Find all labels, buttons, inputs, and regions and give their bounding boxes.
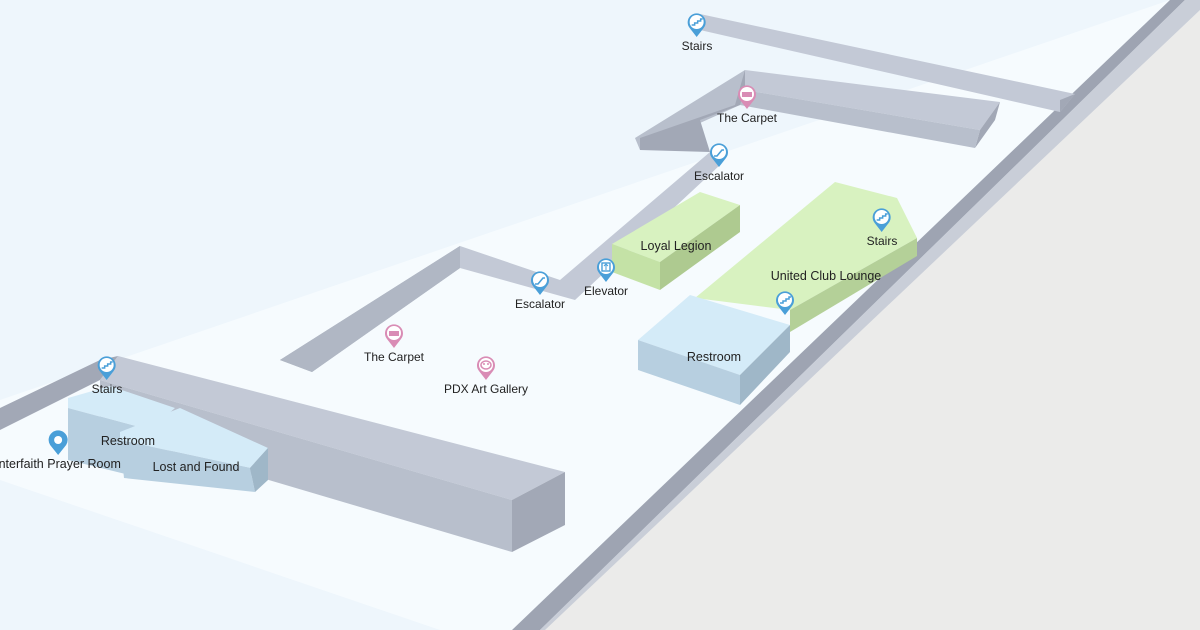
carpet-icon: [738, 85, 756, 109]
stairs-icon: [776, 291, 794, 315]
poi-label: Interfaith Prayer Room: [0, 457, 121, 471]
area-top: [612, 192, 740, 262]
poi-label: Elevator: [583, 284, 629, 298]
poi-label: Stairs: [91, 382, 123, 396]
poi-label: Stairs: [681, 39, 713, 53]
area-side: [120, 440, 255, 492]
poi-stairs[interactable]: Stairs: [866, 207, 898, 248]
poi-the-carpet[interactable]: The Carpet: [364, 323, 424, 364]
area-top: [68, 386, 175, 430]
wall-side: [512, 472, 565, 552]
wall-side: [1060, 94, 1075, 112]
area-label[interactable]: Restroom: [100, 434, 156, 448]
wall-top: [635, 70, 980, 150]
area-label[interactable]: Loyal Legion: [640, 239, 712, 253]
area-side: [250, 448, 268, 492]
stairs-icon: [873, 208, 891, 232]
poi-stairs[interactable]: Stairs: [91, 355, 123, 396]
location-pin-icon: [48, 430, 68, 455]
wall-top: [745, 70, 1000, 130]
poi-pdx-art-gallery[interactable]: PDX Art Gallery: [444, 355, 528, 396]
poi-label: The Carpet: [363, 350, 425, 364]
curb-top: [540, 0, 1200, 630]
elevator-icon: [597, 258, 615, 282]
carpet-icon: [385, 324, 403, 348]
escalator-icon: [531, 271, 549, 295]
poi-label: Escalator: [514, 297, 566, 311]
poi-escalator[interactable]: Escalator: [515, 270, 565, 311]
art-gallery-icon: [477, 356, 495, 380]
area-side: [638, 340, 740, 405]
poi-label: The Carpet: [716, 111, 778, 125]
poi-interfaith-prayer-room[interactable]: Interfaith Prayer Room: [0, 430, 121, 471]
poi-elevator[interactable]: Elevator: [584, 257, 628, 298]
area-top: [695, 182, 917, 310]
escalator-icon: [710, 143, 728, 167]
area-top: [638, 295, 790, 375]
wall-top: [100, 356, 565, 500]
area-side: [612, 244, 660, 290]
poi-label: Stairs: [866, 234, 898, 248]
wall-top: [280, 246, 460, 372]
poi-label: PDX Art Gallery: [443, 382, 529, 396]
area-label[interactable]: Restroom: [686, 350, 742, 364]
area-label[interactable]: United Club Lounge: [770, 269, 882, 283]
wall-top: [460, 152, 720, 300]
area-side: [660, 205, 740, 290]
poi-escalator[interactable]: Escalator: [694, 142, 744, 183]
poi-stairs-unlabeled[interactable]: [774, 290, 796, 317]
wall-top: [700, 14, 1075, 112]
wall-top: [0, 356, 118, 430]
area-side: [740, 325, 790, 405]
stairs-icon: [688, 13, 706, 37]
stairs-icon: [98, 356, 116, 380]
area-label[interactable]: Lost and Found: [152, 460, 240, 474]
wall-side: [975, 102, 1000, 148]
wall-top: [640, 70, 745, 152]
poi-stairs[interactable]: Stairs: [681, 12, 713, 53]
area-side: [790, 238, 917, 332]
poi-label: Escalator: [693, 169, 745, 183]
poi-the-carpet[interactable]: The Carpet: [717, 84, 777, 125]
curb-edge: [512, 0, 1185, 630]
area-top: [120, 408, 268, 468]
